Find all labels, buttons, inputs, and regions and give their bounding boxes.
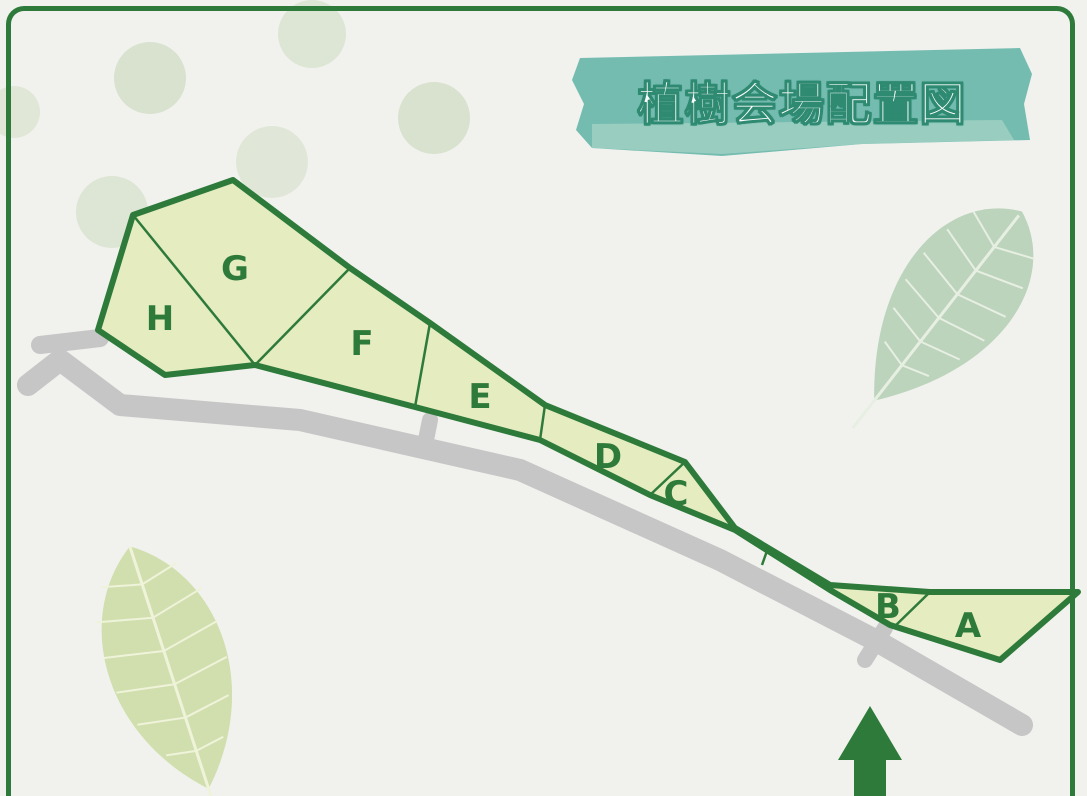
decor-circle (398, 82, 470, 154)
up-arrow-icon (838, 706, 902, 796)
zone-label-a: A (955, 606, 982, 646)
divider-e-d (538, 404, 547, 441)
zone-label-g: G (221, 249, 249, 289)
leaf-icon (96, 545, 232, 796)
zone-label-d: D (594, 437, 622, 477)
divider-g-f (254, 267, 351, 366)
divider-b-a (892, 591, 931, 629)
planting-area-outline (95, 177, 1081, 663)
main-road (17, 349, 1033, 736)
zone-label-h: H (146, 299, 174, 339)
decor-circle (0, 86, 40, 138)
page-title: 植樹会場配置図 (637, 77, 967, 132)
divider-f-e (413, 322, 432, 408)
road-branch-west (31, 329, 109, 354)
zone-label-b: B (875, 587, 901, 627)
road-branch-middle (417, 412, 438, 453)
zone-label-e: E (468, 377, 491, 417)
zone-label-f: F (350, 324, 373, 364)
zone-labels: A B C D E F G H (146, 249, 982, 646)
planting-area: A B C D E F G H (95, 177, 1081, 663)
road-network (17, 329, 1033, 736)
decor-circle (114, 42, 186, 114)
zone-label-c: C (664, 474, 689, 514)
road-branch-east (857, 620, 893, 668)
zone-dividers (132, 214, 931, 629)
leaf-icon (851, 208, 1034, 430)
title-banner: 植樹会場配置図 (562, 44, 1038, 160)
divider-d-c (649, 461, 686, 496)
decor-circle (278, 0, 346, 68)
divider-c-b (760, 547, 770, 566)
divider-h-g (132, 214, 256, 366)
decor-circle (236, 126, 308, 198)
brush-banner-shape (572, 48, 1032, 156)
